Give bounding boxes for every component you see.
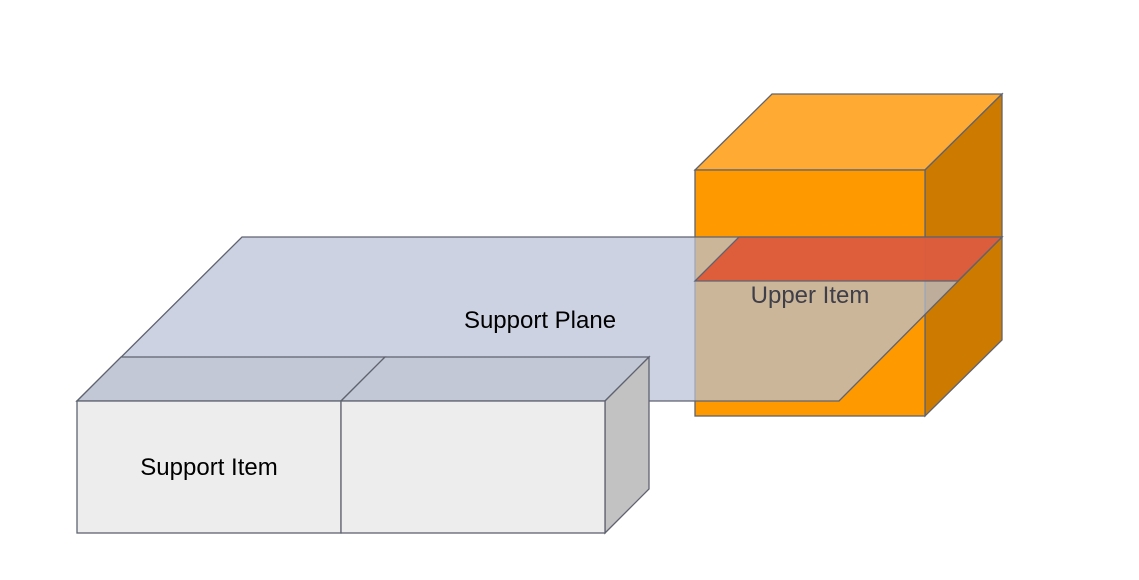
support-item-boxes xyxy=(75,355,651,535)
support-item-front-face-left xyxy=(76,400,342,534)
upper-item-label: Upper Item xyxy=(751,282,870,309)
support-plane-label: Support Plane xyxy=(464,307,616,334)
support-item-front-face-right xyxy=(340,400,606,534)
support-item-label: Support Item xyxy=(140,454,277,481)
support-item-top-face-left xyxy=(75,356,387,402)
intersection-band xyxy=(693,236,1004,282)
support-item-top-face-right xyxy=(339,356,651,402)
